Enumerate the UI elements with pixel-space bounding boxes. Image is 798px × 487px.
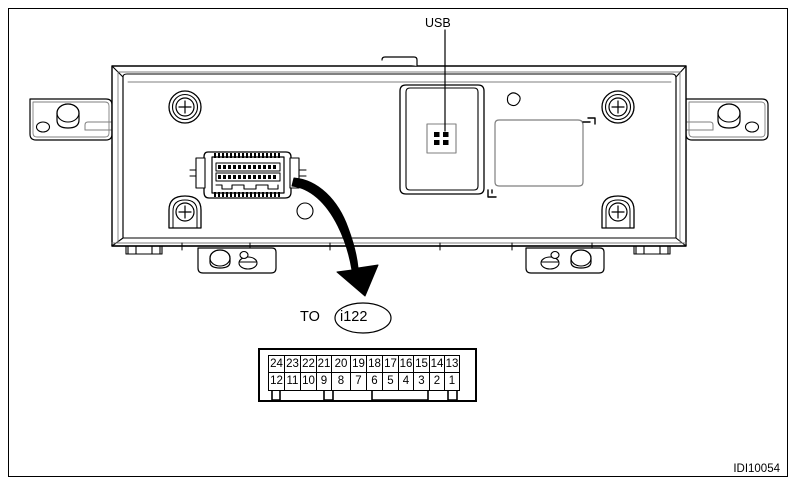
pin-cell-15: 15 [413,355,430,373]
usb-port-icon [399,84,485,195]
bottom-tabs-left [125,245,163,255]
screw-top-left [168,90,202,124]
pin-table-notch-3 [371,391,429,401]
pin-table-notch-1 [271,391,281,401]
connector-id-label: i122 [340,309,368,325]
usb-callout-label: USB [425,16,451,30]
pin-cell-21: 21 [316,355,332,373]
device-24pin-connector [189,151,307,199]
top-center-tab [381,56,418,67]
bottom-tabs-right [633,245,671,255]
pin-cell-6: 6 [366,372,383,391]
bottom-pod-left [197,247,277,274]
pin-table-notch-2 [323,391,334,401]
figure-border [8,8,788,477]
screw-top-right [601,90,635,124]
pin-table-notches [271,391,458,401]
pin-cell-1: 1 [444,372,460,391]
pin-cell-10: 10 [300,372,317,391]
label-panel [487,117,596,198]
screw-bottom-right [601,195,635,229]
figure-id-code: IDI10054 [733,463,780,475]
pin-cell-13: 13 [444,355,460,373]
curved-callout-arrow [291,177,379,297]
bottom-pod-right [525,247,605,274]
pin-cell-7: 7 [350,372,367,391]
boss-hole [296,202,314,220]
pin-table-notch-4 [447,391,458,401]
connector-id-ellipse [334,302,392,334]
left-mounting-bracket [29,98,113,141]
bottom-edge-ticks [181,242,593,251]
right-mounting-bracket [685,98,769,141]
to-label: TO [300,309,320,325]
screw-bottom-left [168,195,202,229]
blob-marker [506,92,521,107]
